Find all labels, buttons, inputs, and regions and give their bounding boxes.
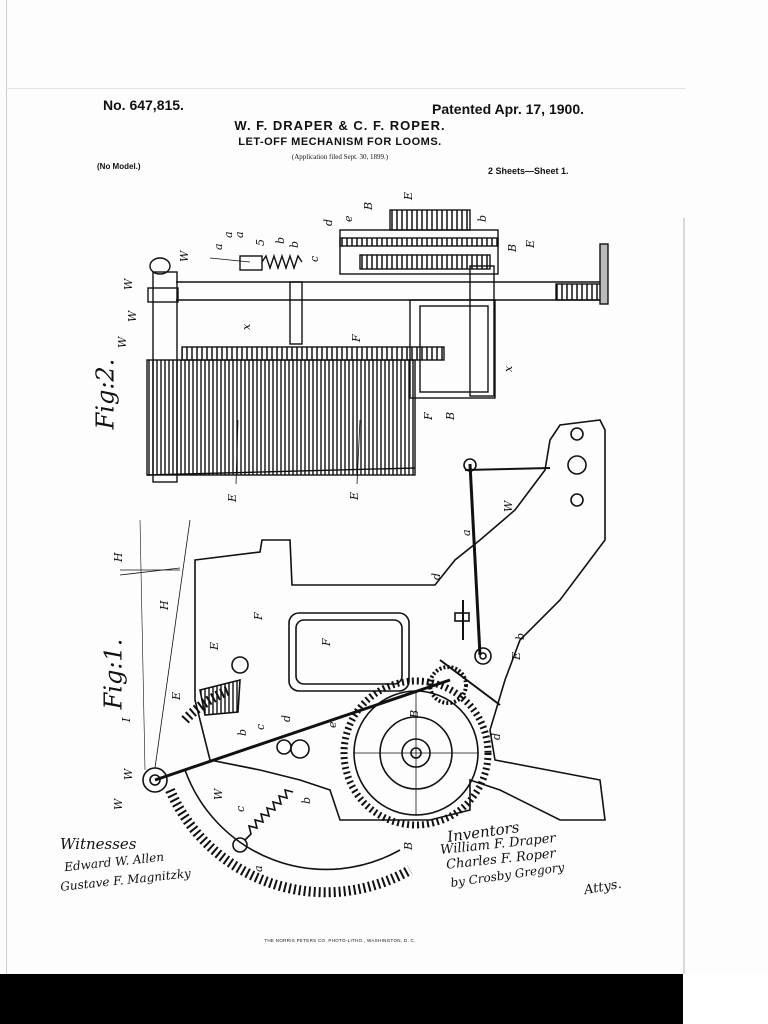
fig1-drawing <box>119 419 606 898</box>
patent-title: LET-OFF MECHANISM FOR LOOMS. <box>238 136 442 148</box>
reference-letter: W <box>122 277 135 290</box>
top-margin-rule <box>6 88 686 89</box>
warp-beam <box>146 359 416 476</box>
spring-fig2 <box>261 253 303 271</box>
reference-letter: W <box>502 499 515 512</box>
spring-fig1 <box>244 788 294 841</box>
reference-letter: W <box>112 797 125 810</box>
large-gear-segment <box>165 788 413 898</box>
fig1-reference-letters: H H F E E W W W I b c d e B F d a b E d … <box>112 529 527 872</box>
filing-date: (Application filed Sept. 30, 1899.) <box>291 153 389 161</box>
frame-window <box>288 612 410 692</box>
ratchet-wheel <box>340 677 492 829</box>
left-support <box>152 271 178 483</box>
inventor-names-heading: W. F. DRAPER & C. F. ROPER. <box>234 118 446 133</box>
reference-letter: a <box>233 231 246 238</box>
patent-date: Patented Apr. 17, 1900. <box>432 101 584 117</box>
left-margin-rule <box>6 0 7 990</box>
reference-letter: c <box>308 256 321 262</box>
lithographer-footer: THE NORRIS PETERS CO. PHOTO-LITHO., WASH… <box>264 938 416 943</box>
reference-letter: B <box>362 202 375 211</box>
right-page-edge <box>683 218 685 978</box>
reference-letter: B <box>444 412 457 421</box>
reference-letter: E <box>510 652 523 661</box>
reference-letter: d <box>322 219 335 226</box>
reference-letter: x <box>240 323 253 330</box>
reference-letter: a <box>460 529 473 536</box>
reference-letter: F <box>422 412 435 421</box>
reference-letter: b <box>514 633 527 640</box>
reference-letter: b <box>274 237 287 244</box>
reference-letter: W <box>116 335 129 348</box>
reference-letter: 5 <box>254 239 267 246</box>
reference-letter: W <box>178 249 191 262</box>
reference-letter: b <box>476 215 489 222</box>
reference-letter: x <box>502 365 515 372</box>
reference-letter: e <box>342 215 355 222</box>
reference-letter: b <box>288 241 301 248</box>
frame-plate <box>599 243 609 305</box>
reference-letter: W <box>212 787 225 800</box>
let-off-lever <box>154 678 451 782</box>
witnesses-heading: Witnesses <box>60 835 137 853</box>
reference-letter: E <box>170 692 183 701</box>
scan-bottom-margin <box>683 974 768 1024</box>
reference-letter: W <box>122 767 135 780</box>
reference-letter: E <box>402 192 415 201</box>
reference-letter: d <box>490 733 503 740</box>
patent-number: No. 647,815. <box>103 97 184 113</box>
fig2-label: Fig:2. <box>91 358 120 430</box>
reference-letter: d <box>430 573 443 580</box>
reference-letter: H <box>158 600 171 611</box>
reference-letter: I <box>120 717 133 723</box>
reference-letter: H <box>112 552 125 563</box>
loom-frame <box>194 419 606 821</box>
reference-letter: a <box>252 865 265 872</box>
reference-letter: e <box>326 721 339 728</box>
reference-letter: B <box>402 842 415 851</box>
reference-letter: E <box>208 642 221 651</box>
reference-letter: F <box>320 638 333 647</box>
reference-letter: B <box>506 244 519 253</box>
reference-letter: E <box>348 492 361 501</box>
fig1-label: Fig:1. <box>99 638 128 710</box>
reference-letter: E <box>226 494 239 503</box>
reference-letter: a <box>222 231 235 238</box>
reference-letter: W <box>126 309 139 322</box>
fig2-reference-letters: W W W W a a a 5 b b c d e B b E B E x x … <box>116 192 537 512</box>
reference-letter: E <box>524 240 537 249</box>
reference-letter: F <box>252 612 265 621</box>
sheet-count: 2 Sheets—Sheet 1. <box>488 166 569 176</box>
reference-letter: B <box>408 710 421 719</box>
reference-letter: F <box>350 334 363 343</box>
shaft-gear-end <box>555 283 605 301</box>
reference-letter: c <box>254 724 267 730</box>
scan-bottom-border <box>0 974 768 1024</box>
beam-gear-rack <box>181 346 445 361</box>
reference-letter: b <box>300 797 313 804</box>
reference-letter: d <box>280 715 293 722</box>
reference-letter: b <box>236 729 249 736</box>
model-note: (No Model.) <box>97 162 141 171</box>
reference-letter: a <box>212 243 225 250</box>
fig2-drawing <box>146 209 609 485</box>
reference-letter: c <box>234 806 247 812</box>
